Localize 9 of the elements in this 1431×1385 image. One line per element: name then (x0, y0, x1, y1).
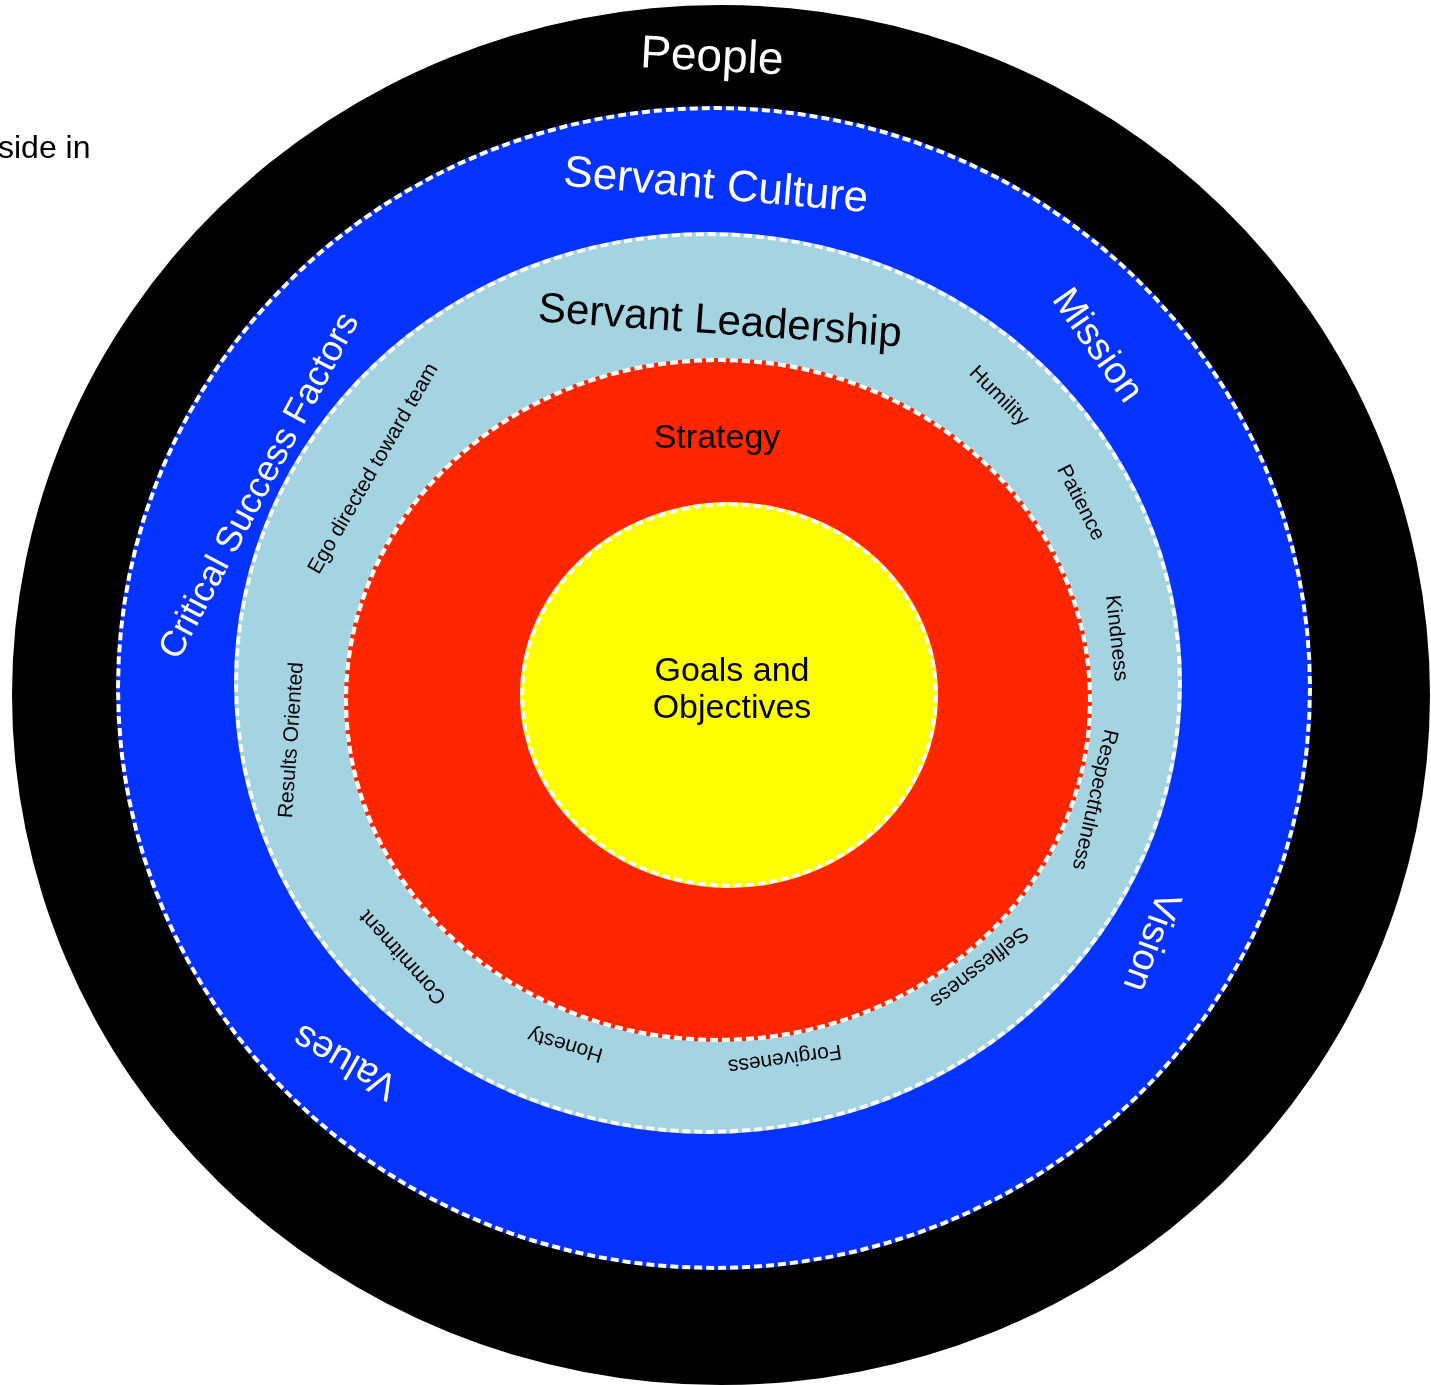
ring-title: People (639, 26, 785, 84)
ring-title: Strategy (653, 418, 781, 456)
ring-label: Kindness (1102, 593, 1134, 683)
ring-title: Goals and Objectives (651, 650, 813, 726)
ring-title: Servant Culture (561, 146, 871, 222)
ring-title: Servant Leadership (536, 284, 904, 356)
ring-label: Vision (1114, 886, 1190, 998)
ring-label: Results Oriented (273, 661, 307, 819)
ring-label: Forgiveness (726, 1040, 844, 1080)
